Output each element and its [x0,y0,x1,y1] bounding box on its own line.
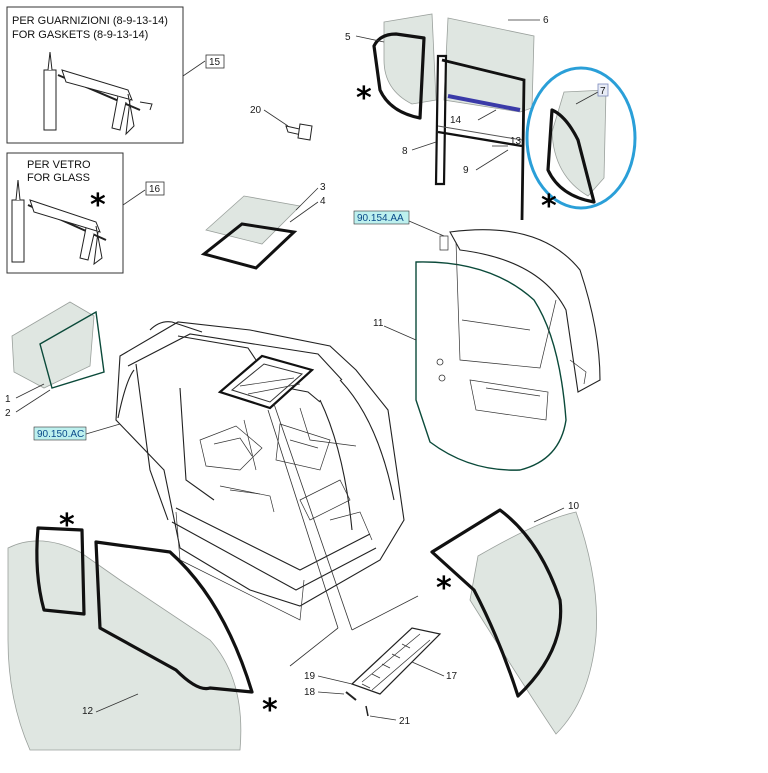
side-glass-part-1 [11,301,95,389]
callout-7: 7 [600,86,606,97]
screw-part-20 [285,123,313,141]
callout-11: 11 [373,318,384,329]
callout-3: 3 [320,182,326,193]
inset-gaskets-sealant: PER GUARNIZIONI (8-9-13-14) FOR GASKETS … [6,6,184,144]
door-gasket-part-14 [447,94,521,112]
windshield-gasket [94,540,254,694]
side-gasket-part-2 [39,310,105,389]
door-gasket-part-13 [437,130,523,148]
note-glass-it: PER VETRO [27,159,91,171]
callout-2: 2 [5,408,11,419]
callout-14: 14 [450,115,462,126]
callout-1: 1 [5,394,11,405]
sealant-gun-icon [11,179,107,266]
ref-door-link[interactable]: 90.154.AA [357,213,404,224]
rear-glass-part-10 [469,511,597,735]
screw-part-18 [345,691,357,701]
door-gasket-frame [441,58,526,221]
door-upper-gasket [372,32,426,120]
asterisk-marker: * [90,188,106,223]
cab-frame [115,321,405,621]
callout-9: 9 [463,165,469,176]
callout-10: 10 [568,501,580,512]
cab-door-part-11 [415,229,601,471]
asterisk-marker: * [541,189,557,224]
callout-21: 21 [399,716,411,727]
callout-19: 19 [304,671,316,682]
windshield-small-gasket [35,526,86,616]
callout-18: 18 [304,687,316,698]
door-upper-glass-part-5 [383,13,437,105]
asterisk-marker: * [262,693,278,728]
roof-glass-part-3 [205,195,301,245]
windshield-glass-part-12 [7,540,242,751]
inset-glass-sealant: PER VETRO FOR GLASS * [6,152,124,274]
nut-part-21 [365,705,369,717]
asterisk-marker: * [59,508,75,543]
callout-12: 12 [82,706,94,717]
sealant-gun-icon [43,51,153,136]
ref-cab-link[interactable]: 90.150.AC [37,429,84,440]
callout-16: 16 [149,184,161,195]
asterisk-marker: * [356,81,372,116]
rear-gasket [430,508,563,698]
callout-20: 20 [250,105,262,116]
note-gaskets-it: PER GUARNIZIONI (8-9-13-14) [12,15,168,27]
callout-4: 4 [320,196,326,207]
callout-17: 17 [446,671,458,682]
callout-8: 8 [402,146,408,157]
asterisk-marker: * [436,571,452,606]
note-gaskets-en: FOR GASKETS (8-9-13-14) [12,29,148,41]
roof-gasket-part-4 [200,222,298,270]
callout-15: 15 [209,57,221,68]
callout-13: 13 [510,136,522,147]
callout-5: 5 [345,32,351,43]
note-glass-en: FOR GLASS [27,172,90,184]
vent-panel-part-17 [350,627,442,695]
small-glass-gasket [546,108,596,204]
highlight-ellipse [525,66,637,210]
door-gasket-part-8 [434,54,448,186]
callout-6: 6 [543,15,549,26]
